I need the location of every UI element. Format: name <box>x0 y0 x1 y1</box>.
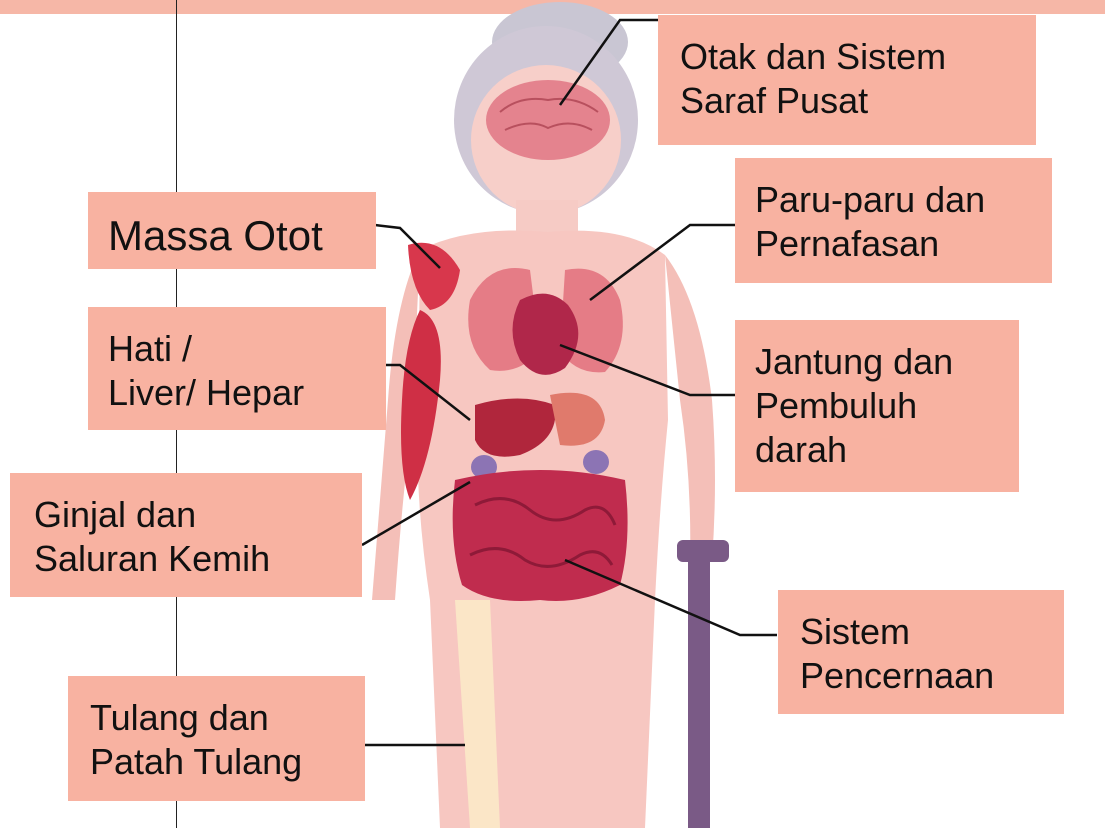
label-liver: Hati / Liver/ Hepar <box>88 307 386 430</box>
label-muscle: Massa Otot <box>88 192 376 269</box>
leader-liver <box>384 365 470 420</box>
label-lungs-line2: Pernafasan <box>755 222 1052 266</box>
label-heart-line2: Pembuluh <box>755 384 1019 428</box>
label-brain-line1: Otak dan Sistem <box>680 35 1036 79</box>
leader-brain <box>560 20 658 105</box>
label-kidney-line1: Ginjal dan <box>34 493 362 537</box>
label-liver-line1: Hati / <box>108 327 386 371</box>
label-lungs: Paru-paru dan Pernafasan <box>735 158 1052 283</box>
label-digestive-line1: Sistem <box>800 610 1064 654</box>
leader-muscle <box>375 225 440 268</box>
label-heart: Jantung dan Pembuluh darah <box>735 320 1019 492</box>
label-muscle-line1: Massa Otot <box>108 210 376 261</box>
label-heart-line1: Jantung dan <box>755 340 1019 384</box>
label-kidney-line2: Saluran Kemih <box>34 537 362 581</box>
label-lungs-line1: Paru-paru dan <box>755 178 1052 222</box>
label-digestive-line2: Pencernaan <box>800 654 1064 698</box>
label-brain-line2: Saraf Pusat <box>680 79 1036 123</box>
label-liver-line2: Liver/ Hepar <box>108 371 386 415</box>
label-digestive: Sistem Pencernaan <box>778 590 1064 714</box>
label-bone-line2: Patah Tulang <box>90 740 365 784</box>
label-brain: Otak dan Sistem Saraf Pusat <box>658 15 1036 145</box>
label-heart-line3: darah <box>755 428 1019 472</box>
leader-kidney <box>362 482 470 545</box>
leader-heart <box>560 345 735 395</box>
leader-lungs <box>590 225 735 300</box>
label-bone: Tulang dan Patah Tulang <box>68 676 365 801</box>
label-bone-line1: Tulang dan <box>90 696 365 740</box>
label-kidney: Ginjal dan Saluran Kemih <box>10 473 362 597</box>
leader-digestive <box>565 560 777 635</box>
